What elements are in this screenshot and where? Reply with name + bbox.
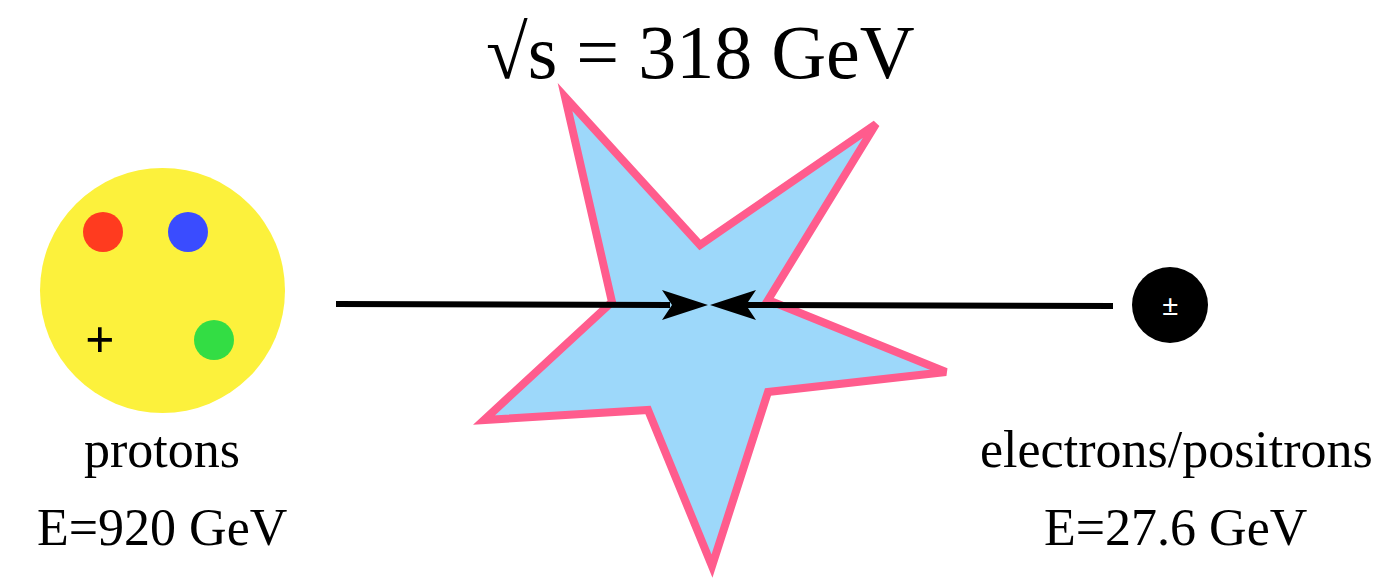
quark-dot xyxy=(194,320,234,360)
arrow-head xyxy=(662,290,708,320)
proton-beam-arrow xyxy=(336,304,670,305)
collision-star xyxy=(484,97,946,566)
electron-beam-arrow xyxy=(745,305,1113,306)
arrow-head xyxy=(710,290,756,320)
charge-sign: + xyxy=(85,314,115,366)
beam-name: electrons/positrons xyxy=(980,424,1373,476)
beam-name: protons xyxy=(84,424,240,476)
charge-sign: ± xyxy=(1162,290,1178,320)
proton-circle: + xyxy=(40,168,285,413)
quark-dots xyxy=(40,168,285,413)
title: √s = 318 GeV xyxy=(486,14,915,90)
quark-dot xyxy=(83,212,123,252)
quark-dot xyxy=(168,212,208,252)
beam-energy: E=27.6 GeV xyxy=(1044,502,1307,554)
beam-energy: E=920 GeV xyxy=(37,502,287,554)
lepton-circle: ± xyxy=(1132,267,1208,343)
